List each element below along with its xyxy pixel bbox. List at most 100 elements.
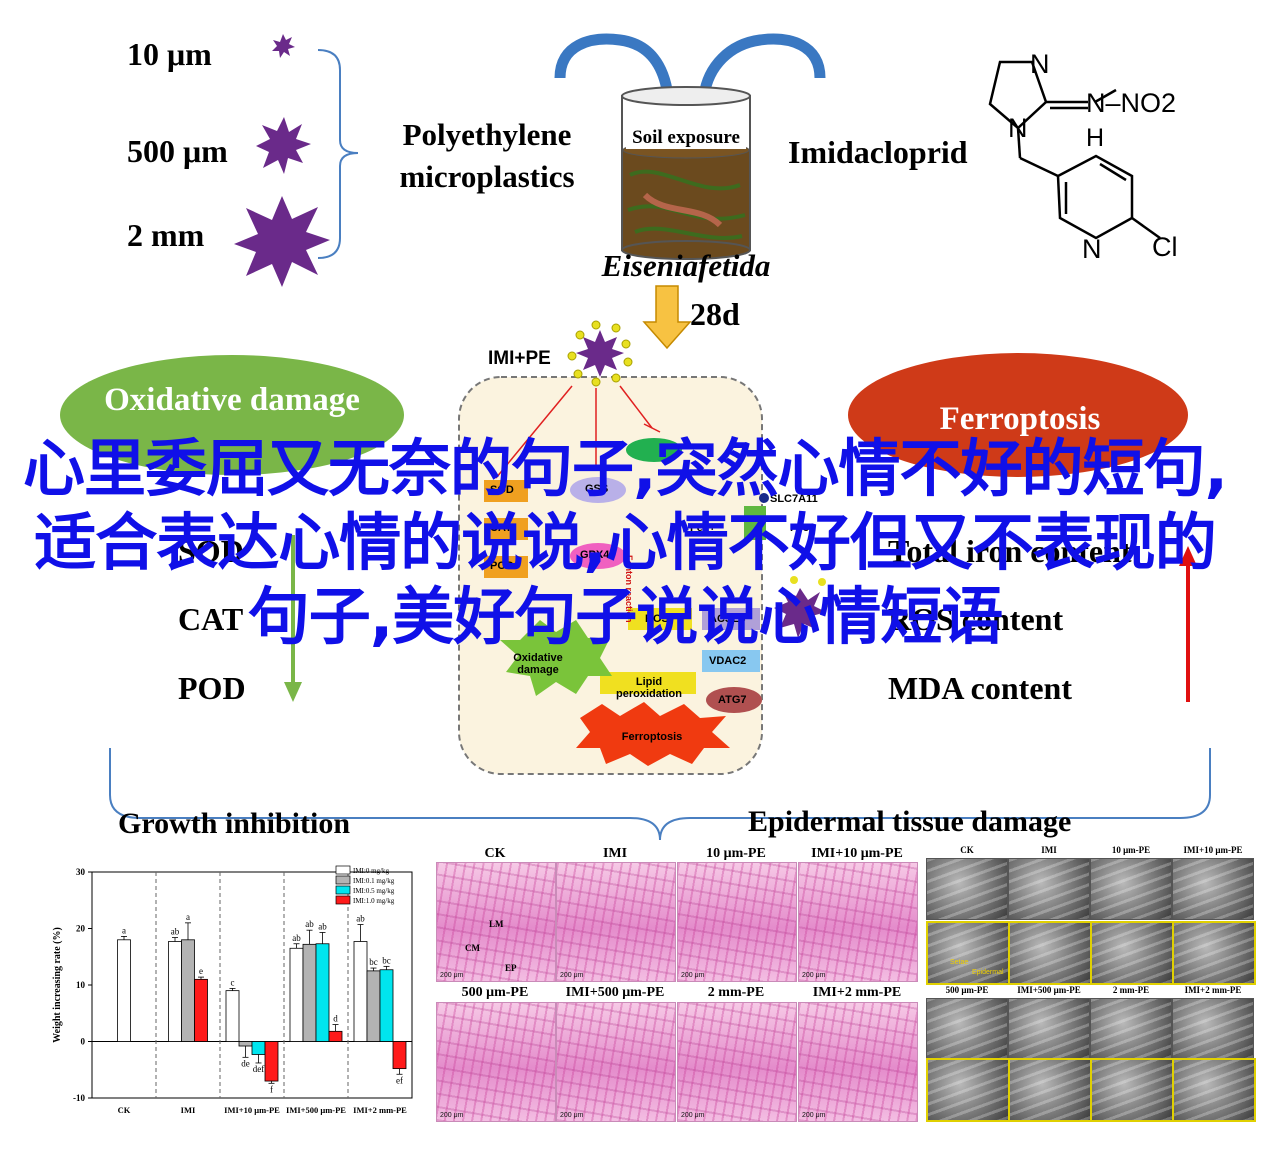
star-icon-medium bbox=[256, 117, 311, 174]
sem-image bbox=[1090, 858, 1172, 920]
atom-nitro: N–NO2 bbox=[1086, 88, 1177, 118]
bar bbox=[328, 1030, 343, 1042]
sem-caption: 10 μm-PE bbox=[1111, 845, 1151, 855]
legend-swatch bbox=[335, 865, 351, 875]
pe-label: Polyethylene microplastics bbox=[399, 117, 575, 194]
sem-image bbox=[926, 998, 1008, 1060]
bar bbox=[168, 941, 182, 1042]
sem-image bbox=[1172, 858, 1254, 920]
imi-pe-particle-icon bbox=[576, 330, 624, 377]
x-tick-label: IMI+500 μm-PE bbox=[286, 1105, 346, 1115]
star-icon-small bbox=[272, 34, 295, 58]
down-arrow-icon bbox=[642, 285, 692, 350]
bar bbox=[264, 1041, 279, 1082]
bar bbox=[379, 969, 394, 1042]
y-tick-label: 20 bbox=[76, 924, 86, 934]
histology-image: 200 μm bbox=[798, 862, 918, 982]
organism-label: Eiseniafetida bbox=[601, 248, 771, 283]
scale-bar-label: 200 μm bbox=[802, 1112, 826, 1119]
soil-exposure-label: Soil exposure bbox=[626, 127, 746, 149]
significance-letter: ab bbox=[356, 914, 365, 924]
node-sod: SOD bbox=[490, 484, 514, 496]
legend-swatch bbox=[335, 895, 351, 905]
brace-bottom-icon bbox=[109, 748, 1211, 840]
node-ferroptosis: Ferroptosis bbox=[621, 731, 683, 743]
legend-entry: IMI:0.5 mg/kg bbox=[353, 887, 395, 895]
histology-caption: 2 mm-PE bbox=[707, 985, 765, 1000]
atom-n-top: N bbox=[1030, 49, 1050, 79]
atom-n-ring: N bbox=[1008, 113, 1028, 143]
scale-bar-label: 200 μm bbox=[681, 1112, 705, 1119]
histology-image: 200 μm bbox=[436, 1002, 556, 1122]
significance-letter: d bbox=[333, 1014, 338, 1024]
node-lipid-peroxidation: Lipid peroxidation bbox=[615, 676, 682, 700]
ferroptosis-item-mda: MDA content bbox=[888, 670, 1072, 706]
sem-caption: IMI bbox=[1041, 845, 1057, 855]
y-tick-label: 10 bbox=[76, 980, 86, 990]
x-tick-label: CK bbox=[118, 1105, 131, 1115]
node-atg7: ATG7 bbox=[718, 694, 747, 706]
significance-letter: ef bbox=[396, 1075, 403, 1085]
sem-caption: 2 mm-PE bbox=[1112, 985, 1150, 995]
exposure-label: IMI+PE bbox=[488, 348, 551, 369]
bar bbox=[194, 978, 208, 1042]
sem-caption: CK bbox=[960, 845, 974, 855]
bar bbox=[225, 990, 240, 1042]
oxidative-ellipse bbox=[60, 355, 404, 475]
oxidative-damage-burst-icon bbox=[500, 620, 612, 696]
bar bbox=[302, 943, 317, 1042]
ferroptosis-ellipse bbox=[848, 353, 1188, 477]
histology-caption: IMI+500 μm-PE bbox=[565, 985, 665, 1000]
histology-caption: IMI+2 mm-PE bbox=[812, 985, 902, 1000]
scale-bar-label: 200 μm bbox=[681, 972, 705, 979]
significance-letter: ab bbox=[318, 921, 327, 931]
histology-caption: IMI bbox=[602, 846, 628, 861]
bar bbox=[392, 1041, 407, 1070]
legend-entry: IMI:0 mg/kg bbox=[353, 867, 389, 875]
histology-caption: 10 μm-PE bbox=[706, 846, 766, 861]
oxidative-item-cat: CAT bbox=[178, 601, 244, 637]
significance-letter: ab bbox=[305, 919, 314, 929]
legend-entry: IMI:1.0 mg/kg bbox=[353, 897, 395, 905]
histology-image: 200 μm bbox=[798, 1002, 918, 1122]
histology-image: 200 μm bbox=[677, 1002, 797, 1122]
size-label-10um: 10 μm bbox=[127, 36, 212, 72]
imidacloprid-label: Imidacloprid bbox=[788, 134, 968, 170]
bar bbox=[238, 1041, 253, 1047]
y-axis-label: Weight increasing rate (%) bbox=[52, 927, 63, 1043]
bottom-brace bbox=[109, 748, 1211, 840]
node-oxidative-damage: Oxidative damage bbox=[513, 652, 563, 676]
duration-label: 28d bbox=[690, 296, 740, 332]
node-fe3: Fe3+ bbox=[790, 522, 816, 534]
node-pod: POD bbox=[490, 560, 514, 572]
significance-letter: e bbox=[199, 966, 203, 976]
x-tick-label: IMI+10 μm-PE bbox=[224, 1105, 280, 1115]
node-acsl4: ACSL4 bbox=[709, 613, 746, 625]
significance-letter: bc bbox=[369, 957, 378, 967]
sem-caption: IMI+500 μm-PE bbox=[1017, 985, 1081, 995]
middle-graphics bbox=[60, 320, 1197, 775]
significance-letter: bc bbox=[382, 955, 391, 965]
histology-image: 200 μm bbox=[556, 1002, 676, 1122]
sem-caption: IMI+10 μm-PE bbox=[1183, 845, 1243, 855]
node-gpx4: GPX4 bbox=[580, 549, 610, 561]
tissue-layer-label: CM bbox=[465, 943, 480, 953]
scale-bar-label: 200 μm bbox=[802, 972, 826, 979]
atom-h: H bbox=[1086, 124, 1105, 152]
legend-swatch bbox=[335, 875, 351, 885]
significance-letter: a bbox=[186, 912, 190, 922]
atom-n-pyridine: N bbox=[1082, 234, 1102, 264]
bar bbox=[251, 1041, 266, 1055]
sem-image bbox=[1090, 998, 1172, 1060]
sem-annotation: Epidermal bbox=[972, 969, 1004, 976]
overlay-watermark-text: 心里委屈又无奈的句子,突然心情不好的短句,适合表达心情的说说,心情不好但又不表现… bbox=[22, 432, 1228, 653]
node-ros: ROS bbox=[645, 613, 669, 625]
sem-caption: 500 μm-PE bbox=[945, 985, 989, 995]
node-slc7a11: SLC7A11 bbox=[770, 493, 818, 505]
arrow-left-icon bbox=[554, 33, 674, 97]
sem-image bbox=[1090, 921, 1174, 985]
node-fe2: Fe2+ bbox=[690, 522, 716, 534]
